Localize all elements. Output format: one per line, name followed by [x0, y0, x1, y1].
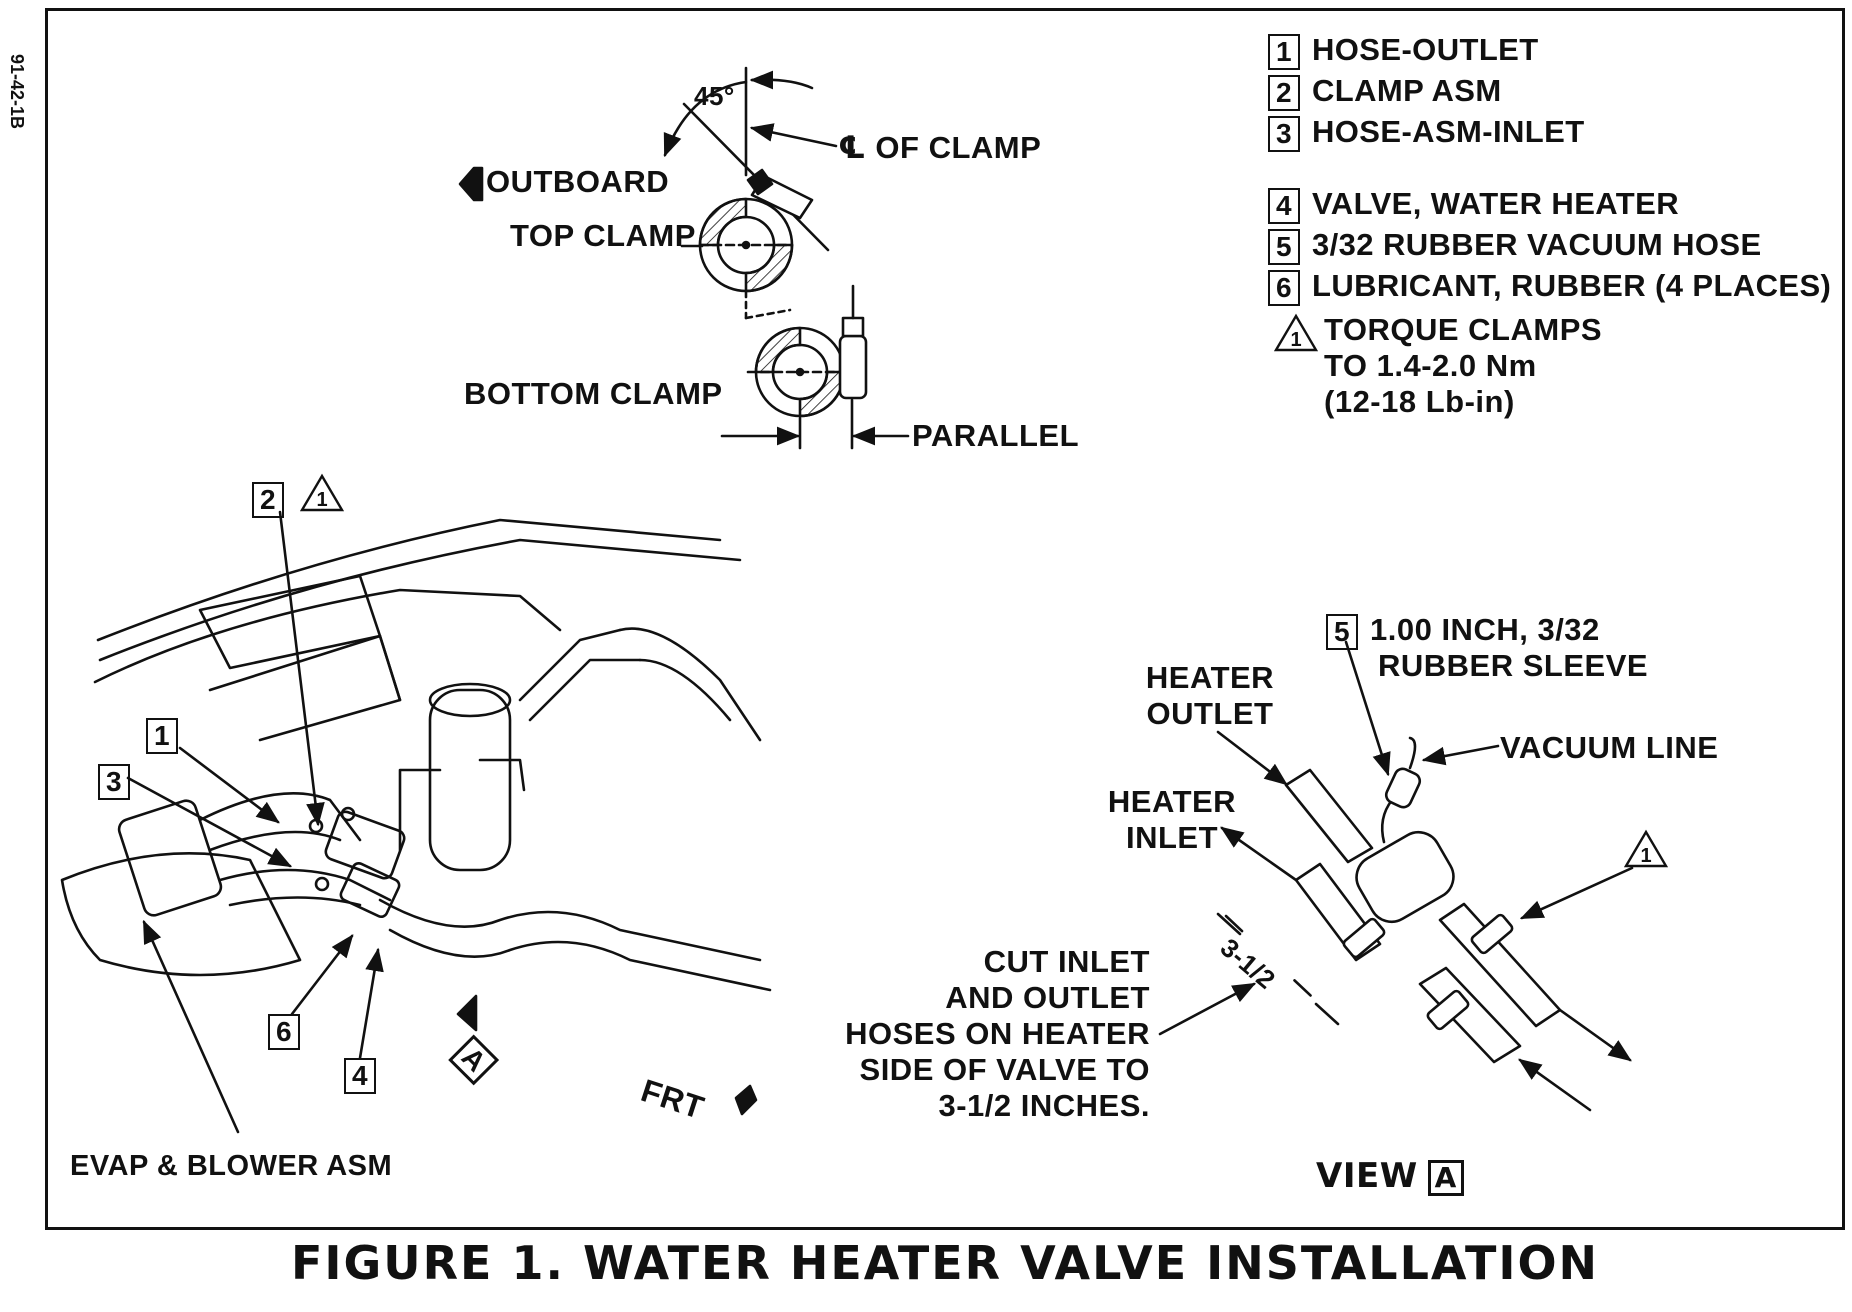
clamp-detail-art — [458, 66, 910, 450]
sleeve-line-1: 1.00 INCH, 3/32 — [1370, 612, 1600, 647]
view-a-word: VIEW — [1316, 1156, 1418, 1196]
centerline-text: OF CLAMP — [875, 130, 1042, 165]
main-view-art — [60, 510, 772, 1134]
legend-item-1: 1 HOSE-OUTLET — [1268, 30, 1539, 70]
centerline-label: ℄ OF CLAMP — [838, 130, 1041, 166]
legend-num-6: 6 — [1268, 269, 1300, 306]
callout-2: 2 — [252, 480, 296, 518]
sleeve-line-2: RUBBER SLEEVE — [1378, 648, 1649, 683]
legend-text-5: 3/32 RUBBER VACUUM HOSE — [1312, 227, 1762, 262]
cut-note-line-2: AND OUTLET — [945, 980, 1150, 1015]
diagram-frame — [45, 8, 1845, 1230]
figure-caption: FIGURE 1. WATER HEATER VALVE INSTALLATIO… — [290, 1236, 1600, 1290]
legend-num-2: 2 — [1268, 74, 1300, 111]
legend-item-4: 4 VALVE, WATER HEATER — [1268, 184, 1679, 224]
callout-1: 1 — [146, 716, 190, 754]
heater-outlet-line-1: HEATER — [1145, 660, 1275, 695]
legend-text-4: VALVE, WATER HEATER — [1312, 186, 1679, 221]
angle-label: 45° — [694, 81, 735, 111]
callout-3: 3 — [98, 762, 142, 800]
callout-4: 4 — [344, 1056, 388, 1094]
view-a-letter: A — [1427, 1159, 1464, 1196]
side-code: 91-42-1B — [7, 54, 27, 130]
cut-note-line-4: SIDE OF VALVE TO — [859, 1052, 1150, 1087]
torque-note-line-1: TORQUE CLAMPS — [1324, 312, 1603, 347]
legend-text-2: CLAMP ASM — [1312, 73, 1502, 108]
heater-inlet-line-1: HEATER — [1107, 784, 1237, 819]
legend-text-6: LUBRICANT, RUBBER (4 PLACES) — [1312, 268, 1832, 303]
legend-item-2: 2 CLAMP ASM — [1268, 71, 1502, 111]
cut-note-line-3: HOSES ON HEATER — [845, 1016, 1150, 1051]
top-clamp-label: TOP CLAMP — [510, 218, 696, 253]
torque-note-line-2: TO 1.4-2.0 Nm — [1324, 348, 1537, 383]
parallel-label: PARALLEL — [912, 418, 1080, 453]
heater-inlet-line-2: INLET — [1125, 820, 1219, 855]
legend-item-5: 5 3/32 RUBBER VACUUM HOSE — [1268, 225, 1762, 265]
vacuum-line-label: VACUUM LINE — [1500, 730, 1719, 765]
cut-note-line-1: CUT INLET — [983, 944, 1150, 979]
torque-note-line-3: (12-18 Lb-in) — [1324, 384, 1515, 419]
torque-triangle-num-view-a: 1 — [1640, 845, 1651, 867]
heater-outlet-line-2: OUTLET — [1146, 696, 1274, 731]
cut-note-line-5: 3-1/2 INCHES. — [938, 1088, 1150, 1123]
centerline-symbol: ℄ — [838, 130, 867, 165]
torque-triangle-num-legend: 1 — [1290, 329, 1301, 351]
legend-num-4: 4 — [1268, 187, 1300, 224]
evap-blower-label: EVAP & BLOWER ASM — [70, 1150, 393, 1182]
outboard-label: OUTBOARD — [486, 164, 670, 199]
callout-6: 6 — [268, 1012, 312, 1050]
legend-num-1: 1 — [1268, 33, 1300, 70]
legend-item-6: 6 LUBRICANT, RUBBER (4 PLACES) — [1268, 266, 1831, 306]
torque-triangle-num-main: 1 — [316, 489, 327, 511]
torque-triangle-icons — [299, 313, 1669, 868]
bottom-clamp-label: BOTTOM CLAMP — [464, 376, 723, 411]
legend-item-3: 3 HOSE-ASM-INLET — [1268, 112, 1585, 152]
legend-text-3: HOSE-ASM-INLET — [1312, 114, 1585, 149]
view-a-art — [1158, 640, 1634, 1112]
legend-num-3: 3 — [1268, 115, 1300, 152]
legend-num-5: 5 — [1268, 228, 1300, 265]
legend-text-1: HOSE-OUTLET — [1312, 32, 1539, 67]
